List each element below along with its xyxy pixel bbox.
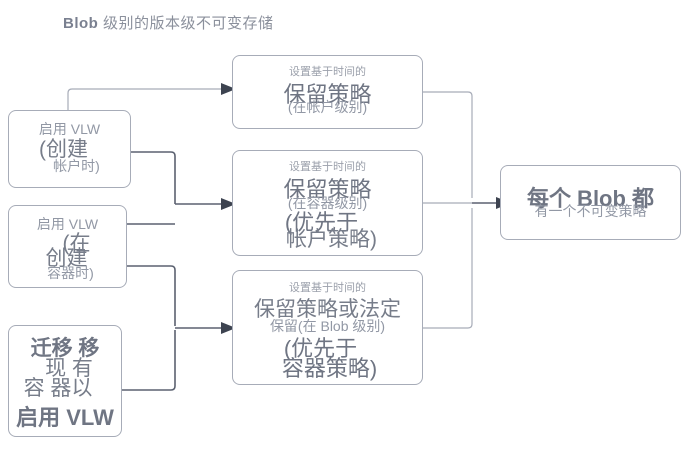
box-text-line: 容器时) — [47, 265, 94, 281]
box-text-line: (在帐户级别) — [287, 99, 368, 115]
page-title-rest: 级别的版本级不可变存储 — [98, 15, 274, 32]
box-text-line: (在 — [62, 232, 91, 255]
box-text-line: (在容器级别) — [287, 195, 368, 211]
box-text-line: 迁移 移 — [30, 337, 100, 360]
box-text-line: 容 器以 — [23, 377, 93, 400]
connector-l1-m1 — [67, 88, 225, 110]
box-text-line: 现 有 — [45, 357, 93, 380]
box-text-line: 启用 VLW — [16, 405, 114, 430]
connector-m1-trunk-c — [423, 91, 473, 198]
box-text-line: 保留策略 — [283, 82, 372, 107]
arrowhead-trunk-m3 — [221, 322, 236, 334]
box-enable-vlw-account[interactable]: 启用 VLW (创建 帐户时) — [8, 110, 131, 188]
box-text-line: 设置基于时间的 — [289, 282, 366, 294]
box-text-line: (优先于 — [283, 336, 358, 361]
box-text-line: 设置基于时间的 — [289, 161, 366, 173]
page-title-prefix: Blob — [63, 15, 99, 32]
box-text-line: 帐户时) — [53, 158, 100, 174]
arrowhead-trunk-m2 — [221, 198, 236, 210]
box-text-line: 设置基于时间的 — [289, 66, 366, 78]
box-text-line: 启用 VLW — [38, 121, 101, 137]
box-text-line: (优先于 — [284, 210, 359, 235]
box-text-line: 帐户策略) — [286, 228, 377, 251]
box-text-line: 启用 VLW — [36, 216, 99, 232]
box-enable-vlw-container[interactable]: 启用 VLW (在 创建 容器时) — [8, 205, 127, 288]
box-retention-policy-blob[interactable]: 设置基于时间的 保留策略或法定 保留(在 Blob 级别) (优先于 容器策略) — [232, 270, 423, 385]
box-text-line: 创建 — [45, 247, 88, 270]
box-migrate-existing-container[interactable]: 迁移 移 现 有 容 器以 启用 VLW — [8, 325, 122, 437]
box-text-line: (创建 — [39, 138, 88, 161]
connector-l3-trunk-b — [122, 330, 176, 391]
box-retention-policy-container[interactable]: 设置基于时间的 保留策略 (在容器级别) (优先于 帐户策略) — [232, 150, 423, 256]
box-text-line: 有一个不可变策略 — [534, 203, 647, 219]
box-retention-policy-account[interactable]: 设置基于时间的 保留策略 (在帐户级别) — [232, 55, 423, 129]
connector-m3-trunk-c — [423, 208, 473, 329]
arrowhead-l1-m1 — [221, 83, 236, 95]
connector-l1-trunk — [131, 151, 176, 204]
box-every-blob-has-policy[interactable]: 每个 Blob 都 有一个不可变策略 — [500, 165, 681, 240]
box-text-line: 容器策略) — [281, 356, 378, 381]
connector-l2-trunk-b — [127, 265, 176, 326]
box-text-line: 保留策略 — [283, 177, 372, 202]
box-text-line: 每个 Blob 都 — [526, 186, 655, 211]
box-text-line: 保留策略或法定 — [254, 298, 401, 321]
box-text-line: 保留(在 Blob 级别) — [269, 318, 386, 334]
page-title: Blob 级别的版本级不可变存储 — [63, 12, 274, 33]
